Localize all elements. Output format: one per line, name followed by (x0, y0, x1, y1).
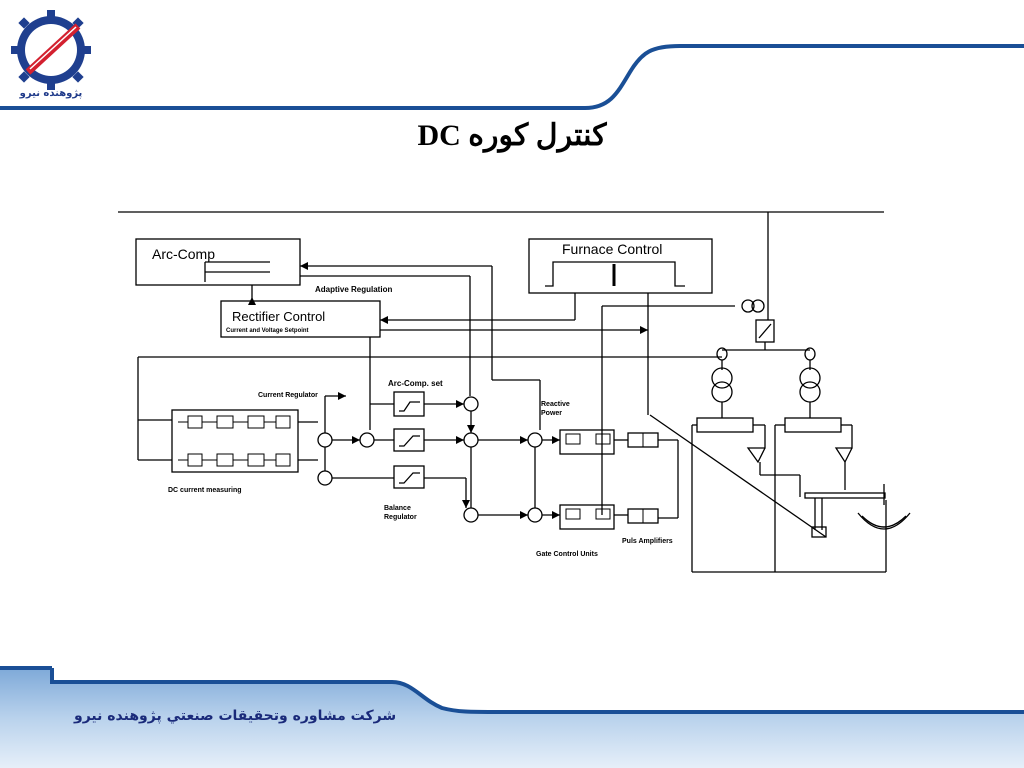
gate-control-unit-1 (559, 429, 615, 455)
logo-caption: پژوهنده نیرو (19, 88, 83, 99)
puls-amplifiers-label: Puls Amplifiers (622, 538, 673, 545)
reactive-power-label: Reactive Power (541, 401, 572, 417)
current-regulator-label: Current Regulator (258, 392, 318, 399)
furnace-control-label: Furnace Control (562, 241, 662, 257)
footer-company-name: شرکت مشاوره وتحقیقات صنعتي پژوهنده نيرو (74, 708, 397, 724)
company-logo (11, 10, 91, 90)
footer-band (0, 668, 1024, 768)
reactive-power-line-1: Reactive (541, 401, 570, 408)
arc-comp-set-label: Arc-Comp. set (388, 379, 443, 388)
balance-regulator-line-2: Regulator (384, 514, 417, 521)
header-wave (0, 44, 1024, 110)
furnace-control-block (528, 238, 713, 294)
dc-current-measuring-block (171, 409, 299, 473)
gate-control-units-label: Gate Control Units (536, 551, 598, 558)
reactive-power-line-2: Power (541, 410, 562, 417)
slide-title: کنترل کوره DC (417, 119, 607, 152)
balance-regulator-line-1: Balance (384, 505, 411, 512)
gate-control-unit-2 (559, 504, 615, 530)
rectifier-control-block (220, 300, 381, 338)
footer-wave (50, 668, 1024, 714)
current-voltage-setpoint-label: Current and Voltage Setpoint (226, 328, 309, 334)
arc-comp-block (135, 238, 301, 286)
rectifier-control-label: Rectifier Control (232, 309, 325, 324)
dc-current-measuring-label: DC current measuring (168, 487, 242, 494)
arc-comp-label: Arc-Comp (152, 246, 215, 262)
adaptive-regulation-label: Adaptive Regulation (315, 285, 392, 294)
balance-regulator-label: Balance Regulator (384, 505, 417, 521)
